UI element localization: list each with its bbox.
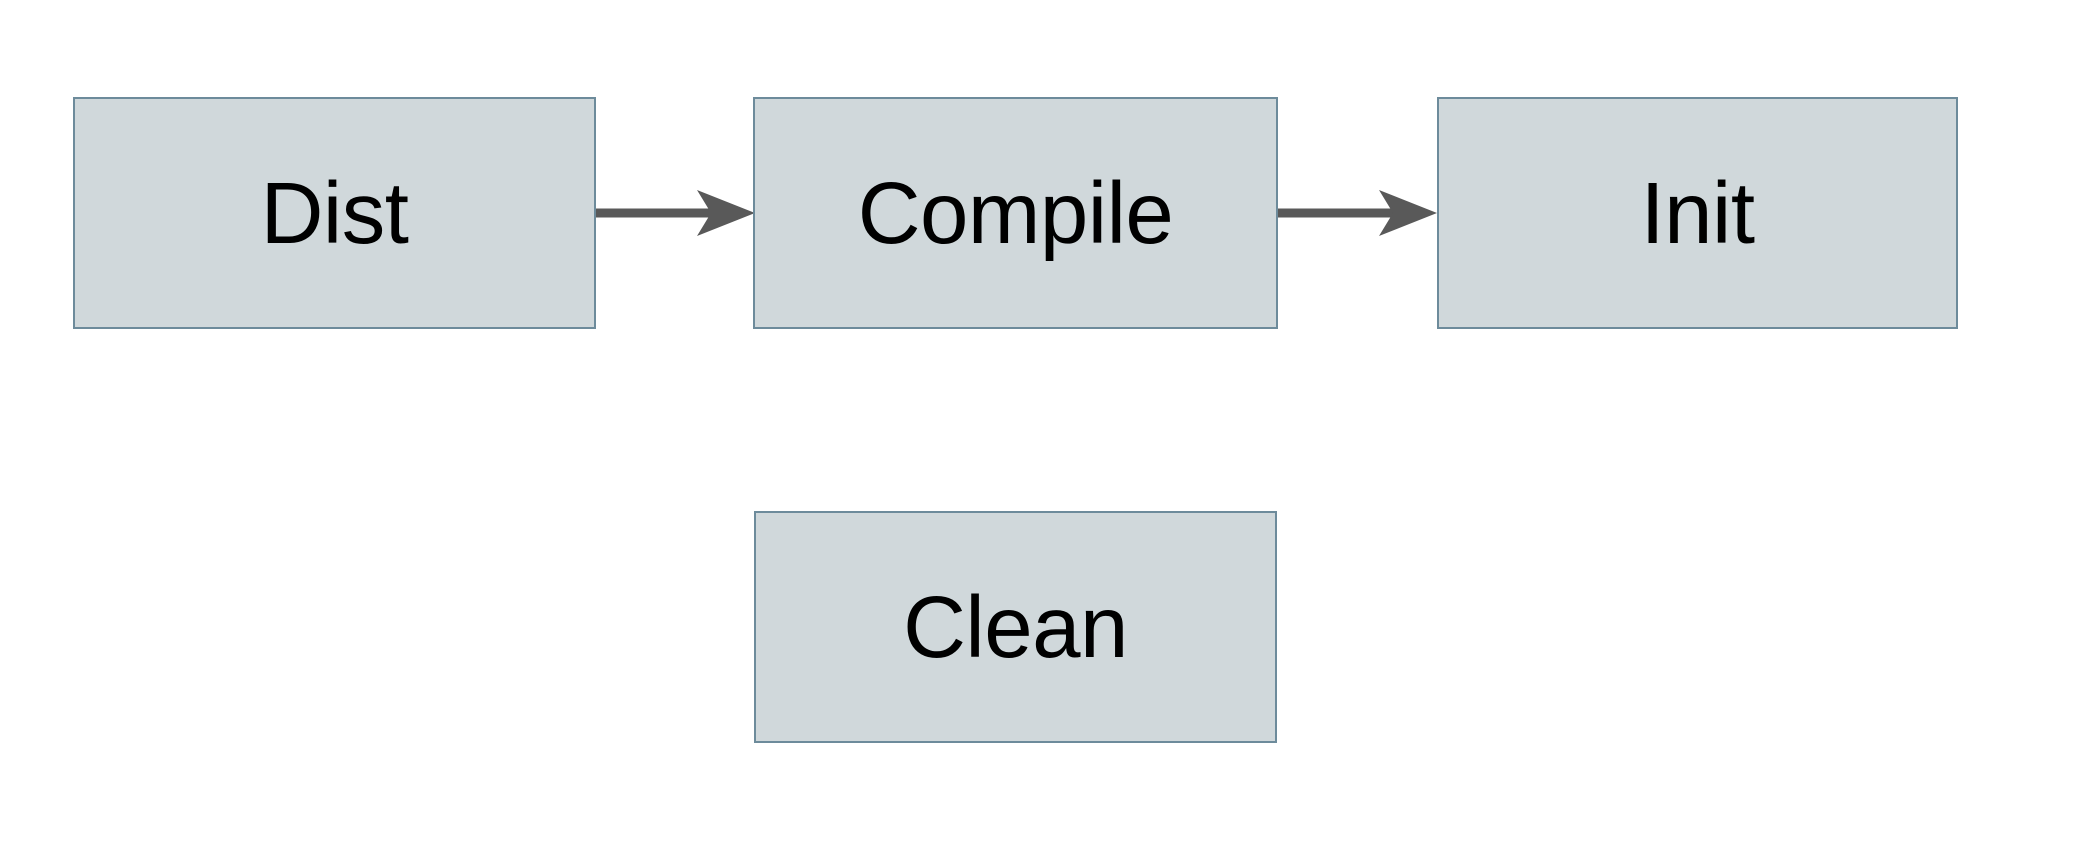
- node-dist[interactable]: Dist: [73, 97, 596, 329]
- node-init[interactable]: Init: [1437, 97, 1958, 329]
- node-init-label: Init: [1640, 164, 1755, 262]
- edge-compile-to-init: [1278, 190, 1437, 236]
- edge-dist-to-compile: [596, 190, 755, 236]
- node-compile-label: Compile: [857, 164, 1174, 262]
- node-dist-label: Dist: [260, 164, 409, 262]
- node-clean[interactable]: Clean: [754, 511, 1277, 743]
- node-clean-label: Clean: [903, 578, 1128, 676]
- node-compile[interactable]: Compile: [753, 97, 1278, 329]
